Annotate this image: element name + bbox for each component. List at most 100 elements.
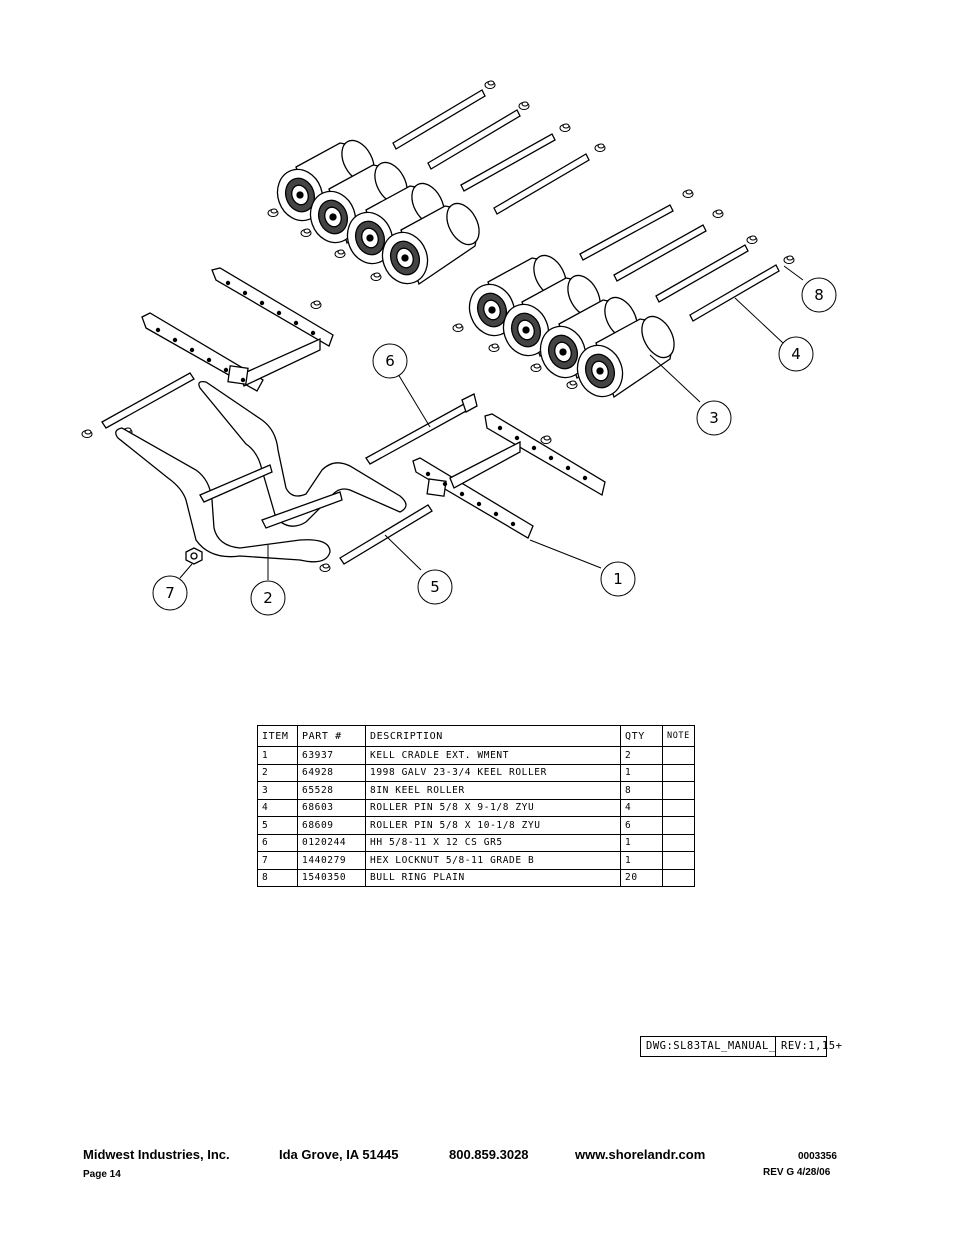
balloon-6: 6 — [385, 352, 395, 370]
cell-part: 65528 — [297, 781, 366, 800]
table-row: 3 65528 8IN KEEL ROLLER 8 — [257, 781, 695, 800]
bracket-hole — [459, 491, 465, 497]
roller-pin — [689, 264, 780, 322]
cell-description: 8IN KEEL ROLLER — [365, 781, 621, 800]
cell-description: HEX LOCKNUT 5/8-11 GRADE B — [365, 851, 621, 870]
keel-roller-frame — [115, 380, 407, 563]
keel-roller — [539, 296, 638, 380]
cell-note — [662, 833, 695, 852]
cell-description: KELL CRADLE EXT. WMENT — [365, 746, 621, 765]
bracket-hole — [276, 310, 282, 316]
bracket-hole — [242, 290, 248, 296]
keel-roller — [381, 202, 480, 286]
header-description: DESCRIPTION — [365, 725, 621, 747]
keel-rollers — [276, 139, 675, 399]
cell-part: 64928 — [297, 763, 366, 782]
bracket-hole — [206, 357, 212, 363]
hex-locknut — [185, 547, 203, 565]
balloon-5: 5 — [430, 578, 440, 596]
bull-rings — [81, 80, 795, 572]
footer-website: www.shorelandr.com — [575, 1147, 706, 1162]
table-row: 2 64928 1998 GALV 23-3/4 KEEL ROLLER 1 — [257, 763, 695, 782]
table-row: 7 1440279 HEX LOCKNUT 5/8-11 GRADE B 1 — [257, 851, 695, 870]
bracket-hole — [259, 300, 265, 306]
bracket-hole — [531, 445, 537, 451]
balloon-7: 7 — [165, 584, 175, 602]
bracket-hole — [548, 455, 554, 461]
cell-note — [662, 798, 695, 817]
roller-pin — [493, 153, 590, 215]
cell-qty: 4 — [620, 798, 663, 817]
cell-item: 5 — [257, 816, 298, 835]
bracket-hole — [189, 347, 195, 353]
cell-item: 4 — [257, 798, 298, 817]
bracket-hole — [155, 327, 161, 333]
cell-qty: 6 — [620, 816, 663, 835]
footer-company: Midwest Industries, Inc. — [83, 1147, 230, 1162]
roller-pin — [392, 89, 486, 150]
bracket-hole — [510, 521, 516, 527]
bracket-hole — [240, 377, 246, 383]
cell-item: 6 — [257, 833, 298, 852]
roller-pin — [579, 204, 674, 261]
balloon-8: 8 — [814, 286, 824, 304]
table-row: 4 68603 ROLLER PIN 5/8 X 9-1/8 ZYU 4 — [257, 798, 695, 817]
balloon-4: 4 — [791, 345, 801, 363]
item-balloons — [152, 277, 837, 616]
cradle-bracket-lower-holes — [425, 425, 588, 527]
keel-roller — [502, 274, 601, 358]
bracket-hole — [172, 337, 178, 343]
cell-note — [662, 763, 695, 782]
balloon-2: 2 — [263, 589, 273, 607]
table-row: 8 1540350 BULL RING PLAIN 20 — [257, 868, 695, 887]
cell-qty: 8 — [620, 781, 663, 800]
footer-city: Ida Grove, IA 51445 — [279, 1147, 399, 1162]
cell-item: 7 — [257, 851, 298, 870]
table-header-row: ITEM PART # DESCRIPTION QTY NOTE — [257, 725, 695, 747]
roller-pin — [655, 244, 749, 303]
cell-qty: 20 — [620, 868, 663, 887]
roller-pin-lower — [101, 372, 433, 565]
cell-item: 1 — [257, 746, 298, 765]
bracket-hole — [476, 501, 482, 507]
bracket-hole — [582, 475, 588, 481]
cell-item: 3 — [257, 781, 298, 800]
table-row: 1 63937 KELL CRADLE EXT. WMENT 2 — [257, 746, 695, 765]
cell-description: HH 5/8-11 X 12 CS GR5 — [365, 833, 621, 852]
cell-note — [662, 868, 695, 887]
roller-pin — [613, 224, 707, 282]
cell-part: 68609 — [297, 816, 366, 835]
cell-qty: 1 — [620, 763, 663, 782]
exploded-parts-drawing: 8 4 3 6 1 5 7 2 — [81, 80, 837, 616]
cell-description: ROLLER PIN 5/8 X 9-1/8 ZYU — [365, 798, 621, 817]
balloon-3: 3 — [709, 409, 719, 427]
bracket-hole — [225, 280, 231, 286]
cell-note — [662, 781, 695, 800]
cell-item: 8 — [257, 868, 298, 887]
cell-note — [662, 851, 695, 870]
cell-note — [662, 746, 695, 765]
drawing-title-block: DWG:SL83TAL_MANUAL_ REV:1,15+ — [640, 1036, 842, 1057]
header-item: ITEM — [257, 725, 298, 747]
cell-qty: 1 — [620, 833, 663, 852]
drawing-number: DWG:SL83TAL_MANUAL_ — [641, 1037, 776, 1056]
cell-part: 1440279 — [297, 851, 366, 870]
table-row: 6 0120244 HH 5/8-11 X 12 CS GR5 1 — [257, 833, 695, 852]
keel-roller — [576, 315, 675, 399]
bracket-hole — [565, 465, 571, 471]
cell-description: ROLLER PIN 5/8 X 10-1/8 ZYU — [365, 816, 621, 835]
cell-part: 1540350 — [297, 868, 366, 887]
roller-pin — [427, 109, 521, 170]
balloon-1: 1 — [613, 570, 623, 588]
leader-lines — [179, 265, 804, 580]
bracket-hole — [310, 330, 316, 336]
bracket-hole — [223, 367, 229, 373]
cell-description: 1998 GALV 23-3/4 KEEL ROLLER — [365, 763, 621, 782]
roller-pin — [460, 133, 556, 192]
cradle-bracket-upper — [141, 267, 334, 392]
cell-description: BULL RING PLAIN — [365, 868, 621, 887]
cradle-bracket-lower — [412, 413, 606, 539]
cell-part: 0120244 — [297, 833, 366, 852]
footer-revision: REV G 4/28/06 — [763, 1167, 831, 1178]
bracket-hole — [425, 471, 431, 477]
